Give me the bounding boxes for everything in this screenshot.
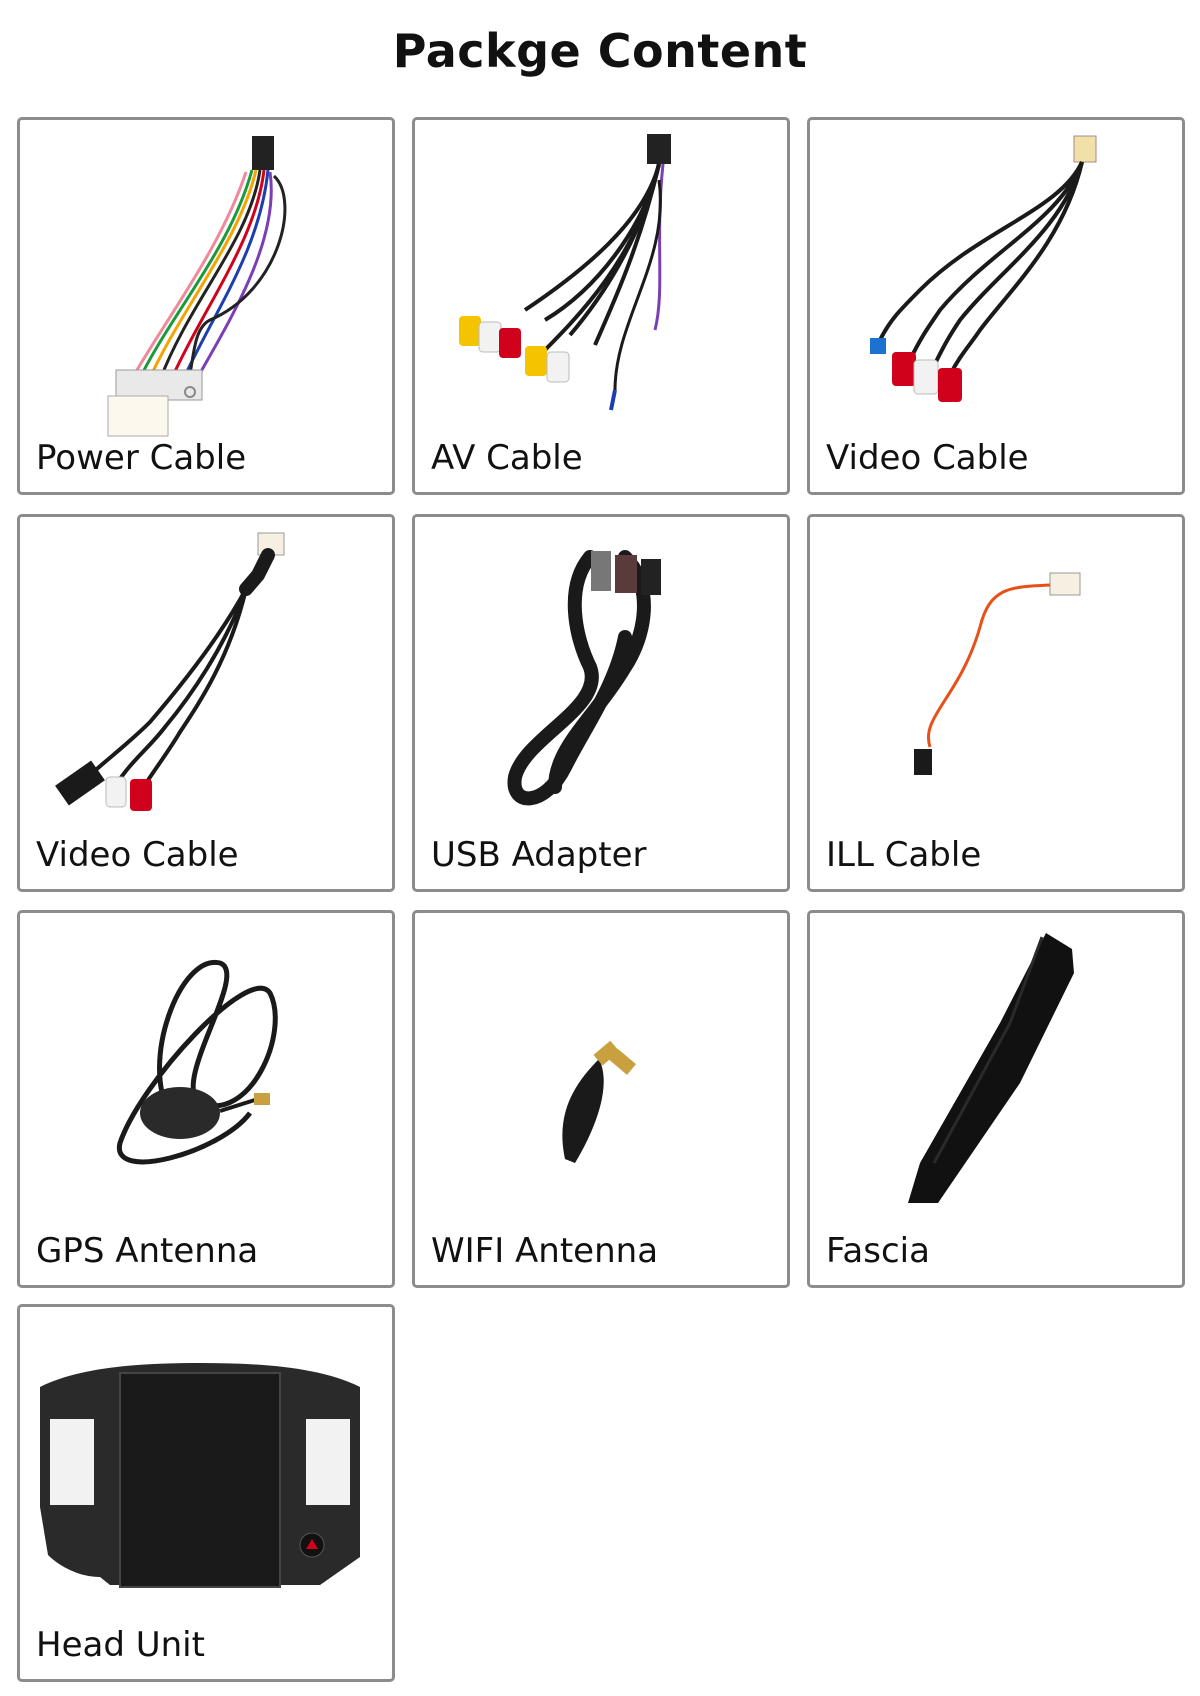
item-card-fascia: Fascia bbox=[807, 910, 1185, 1288]
item-label: Video Cable bbox=[826, 438, 1029, 478]
head-unit-icon bbox=[40, 1363, 360, 1588]
item-card-usb-adapter: USB Adapter bbox=[412, 514, 790, 892]
item-label: Video Cable bbox=[36, 835, 239, 875]
fascia-icon bbox=[908, 933, 1074, 1203]
item-label: Power Cable bbox=[36, 438, 247, 478]
video-cable-icon bbox=[870, 135, 1097, 402]
ill-cable-icon bbox=[914, 572, 1081, 775]
item-card-power-cable: Power Cable bbox=[17, 117, 395, 495]
item-card-ill-cable: ILL Cable bbox=[807, 514, 1185, 892]
item-card-video-cable-rca: Video Cable bbox=[807, 117, 1185, 495]
item-label: Fascia bbox=[826, 1231, 930, 1271]
gps-antenna-icon bbox=[117, 960, 278, 1165]
power-cable-icon bbox=[107, 136, 287, 437]
item-label: USB Adapter bbox=[431, 835, 647, 875]
item-card-video-cable-usb: Video Cable bbox=[17, 514, 395, 892]
item-card-av-cable: AV Cable bbox=[412, 117, 790, 495]
usb-adapter-icon bbox=[507, 550, 661, 806]
item-label: AV Cable bbox=[431, 438, 583, 478]
item-label: GPS Antenna bbox=[36, 1231, 259, 1271]
wifi-antenna-icon bbox=[562, 1040, 637, 1163]
page-title: Packge Content bbox=[392, 24, 808, 78]
video-usb-cable-icon bbox=[55, 532, 285, 811]
item-label: WIFI Antenna bbox=[431, 1231, 659, 1271]
av-cable-icon bbox=[459, 134, 671, 411]
item-card-head-unit: Head Unit bbox=[17, 1304, 395, 1682]
item-label: Head Unit bbox=[36, 1625, 205, 1665]
item-label: ILL Cable bbox=[826, 835, 982, 875]
item-card-wifi-antenna: WIFI Antenna bbox=[412, 910, 790, 1288]
item-card-gps-antenna: GPS Antenna bbox=[17, 910, 395, 1288]
